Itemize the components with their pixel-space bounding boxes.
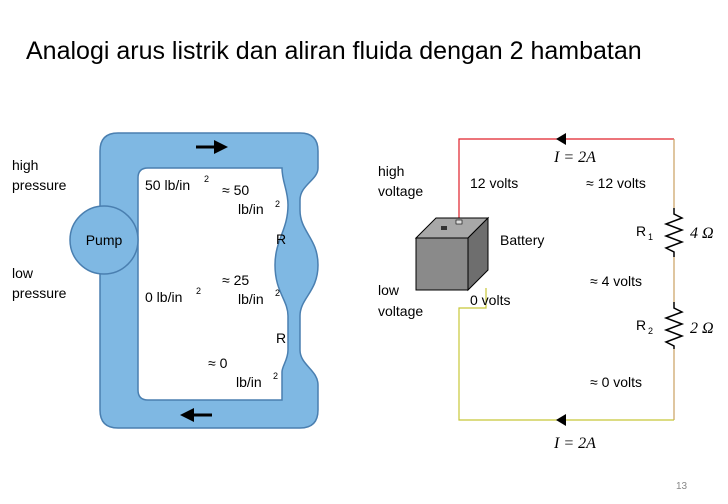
high-voltage-label-line1: high xyxy=(378,163,404,179)
pressure-point3-unit: lb/in xyxy=(236,374,262,390)
pressure-point1-exp: 2 xyxy=(275,199,280,209)
pressure-point1-unit: lb/in xyxy=(238,201,264,217)
voltage-point1-value: ≈ 12 volts xyxy=(586,175,646,191)
voltage-point2-value: ≈ 4 volts xyxy=(590,273,642,289)
resistor-1-label: R xyxy=(636,223,646,239)
pressure-point2-unit: lb/in xyxy=(238,291,264,307)
slide-title: Analogi arus listrik dan aliran fluida d… xyxy=(26,37,642,65)
resistor-1-value: 4 Ω xyxy=(690,225,714,242)
pressure-low-value: 0 lb/in xyxy=(145,289,182,305)
fluid-resistance-2-label: R xyxy=(276,330,286,346)
pump-label: Pump xyxy=(86,232,123,248)
electric-circuit: high voltage low voltage Battery 12 volt… xyxy=(378,133,714,452)
current-top-label: I = 2A xyxy=(553,149,596,166)
resistor-1-icon xyxy=(663,208,685,257)
resistor-2-value: 2 Ω xyxy=(690,320,714,337)
pressure-point2-value: ≈ 25 xyxy=(222,272,249,288)
low-voltage-label-line1: low xyxy=(378,282,400,298)
wire-high xyxy=(458,138,674,220)
high-pressure-label-line2: pressure xyxy=(12,177,67,193)
low-voltage-label-line2: voltage xyxy=(378,303,423,319)
fluid-pipe xyxy=(99,132,319,429)
pressure-high-exp: 2 xyxy=(204,174,209,184)
high-pressure-label-line1: high xyxy=(12,157,38,173)
low-pressure-label-line1: low xyxy=(12,265,34,281)
battery-label: Battery xyxy=(500,232,544,248)
pressure-point1-value: ≈ 50 xyxy=(222,182,249,198)
voltage-high-value: 12 volts xyxy=(470,175,518,191)
resistor-2-icon xyxy=(663,302,685,349)
flow-arrow-top xyxy=(196,140,228,154)
voltage-point3-value: ≈ 0 volts xyxy=(590,374,642,390)
pressure-point3-value: ≈ 0 xyxy=(208,355,228,371)
battery-icon xyxy=(414,216,490,292)
voltage-low-value: 0 volts xyxy=(470,292,510,308)
current-bottom-label: I = 2A xyxy=(553,435,596,452)
high-voltage-label-line2: voltage xyxy=(378,183,423,199)
pump-circle xyxy=(69,205,139,275)
pressure-point2-exp: 2 xyxy=(275,288,280,298)
resistor-1-subscript: 1 xyxy=(648,232,653,242)
fluid-resistance-1-label: R xyxy=(276,231,286,247)
wire-low xyxy=(458,288,674,421)
current-arrow-bottom-icon xyxy=(556,414,566,426)
flow-arrow-bottom xyxy=(180,408,212,422)
resistor-2-subscript: 2 xyxy=(648,326,653,336)
resistor-2-label: R xyxy=(636,317,646,333)
page-number: 13 xyxy=(676,481,688,492)
fluid-circuit: Pump high pressure low pressure 50 lb/in… xyxy=(12,132,319,429)
pressure-low-exp: 2 xyxy=(196,286,201,296)
current-arrow-top-icon xyxy=(556,133,566,145)
pressure-high-value: 50 lb/in xyxy=(145,177,190,193)
low-pressure-label-line2: pressure xyxy=(12,285,67,301)
pressure-point3-exp: 2 xyxy=(273,371,278,381)
